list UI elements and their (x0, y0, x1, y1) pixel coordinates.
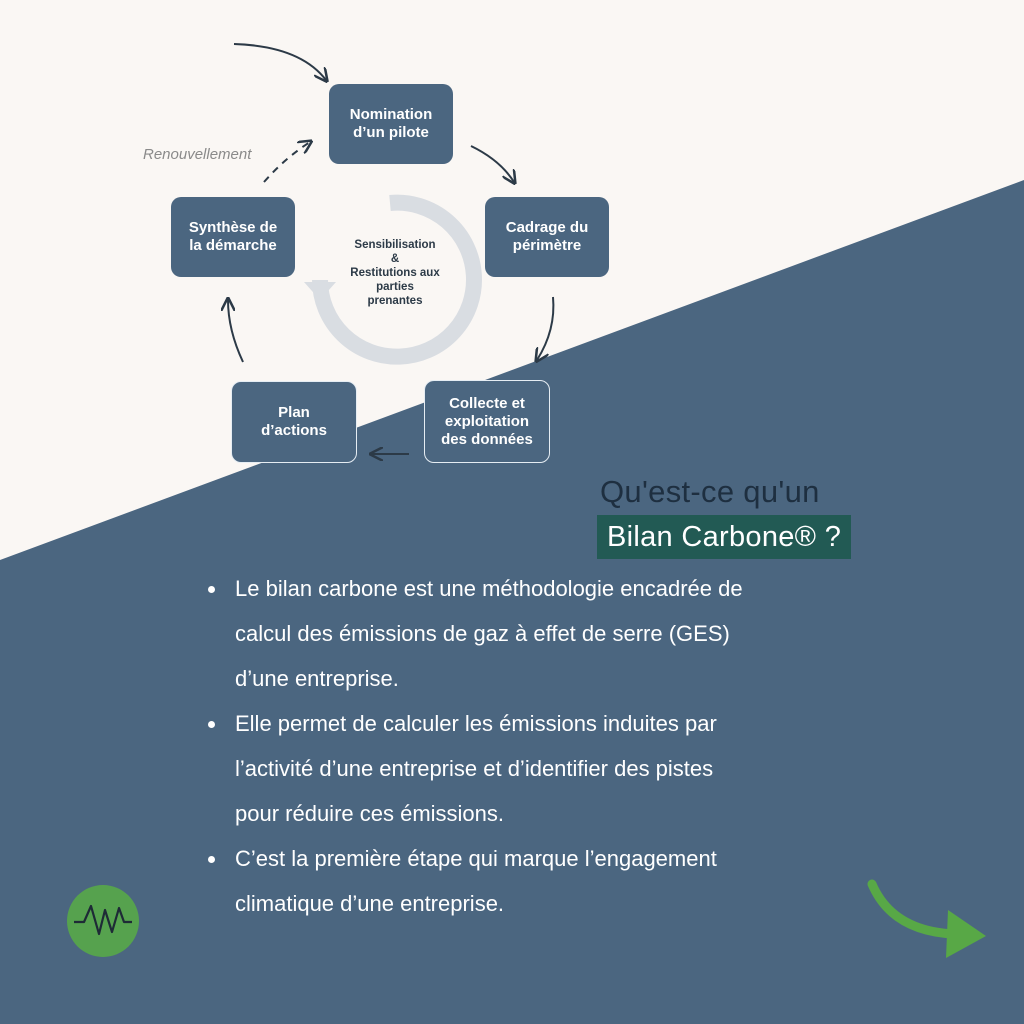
arrow-entry (233, 43, 326, 80)
question-highlight: Bilan Carbone® ? (597, 515, 852, 559)
list-item: Elle permet de calculer les émissions in… (208, 701, 908, 836)
step-plan-actions: Plan d’actions (231, 381, 357, 463)
arrow-step2-to-step3 (537, 296, 555, 360)
waveform-logo-icon (67, 885, 139, 957)
dark-diagonal-panel (0, 180, 1024, 1024)
cycle-arrow-icon (228, 43, 555, 454)
list-item: Le bilan carbone est une méthodologie en… (208, 566, 908, 701)
renewal-label: Renouvellement (143, 146, 252, 163)
step-synthese: Synthèse de la démarche (171, 197, 295, 277)
arrow-step1-to-step2 (470, 145, 514, 182)
step-cadrage: Cadrage du périmètre (485, 197, 609, 277)
circular-arrow-icon (304, 194, 482, 365)
step-nomination: Nomination d’un pilote (329, 84, 453, 164)
curved-next-arrow-icon[interactable] (862, 876, 992, 968)
list-item: C’est la première étape qui marque l’eng… (208, 836, 908, 926)
arrow-renewal (263, 142, 310, 183)
arrow-step4-to-step5 (228, 300, 244, 363)
definition-list: Le bilan carbone est une méthodologie en… (208, 566, 908, 926)
question-title: Qu'est-ce qu'un (600, 474, 820, 509)
step-collecte: Collecte et exploitation des données (424, 380, 550, 463)
stakeholder-label: Sensibilisation & Restitutions aux parti… (350, 239, 440, 307)
